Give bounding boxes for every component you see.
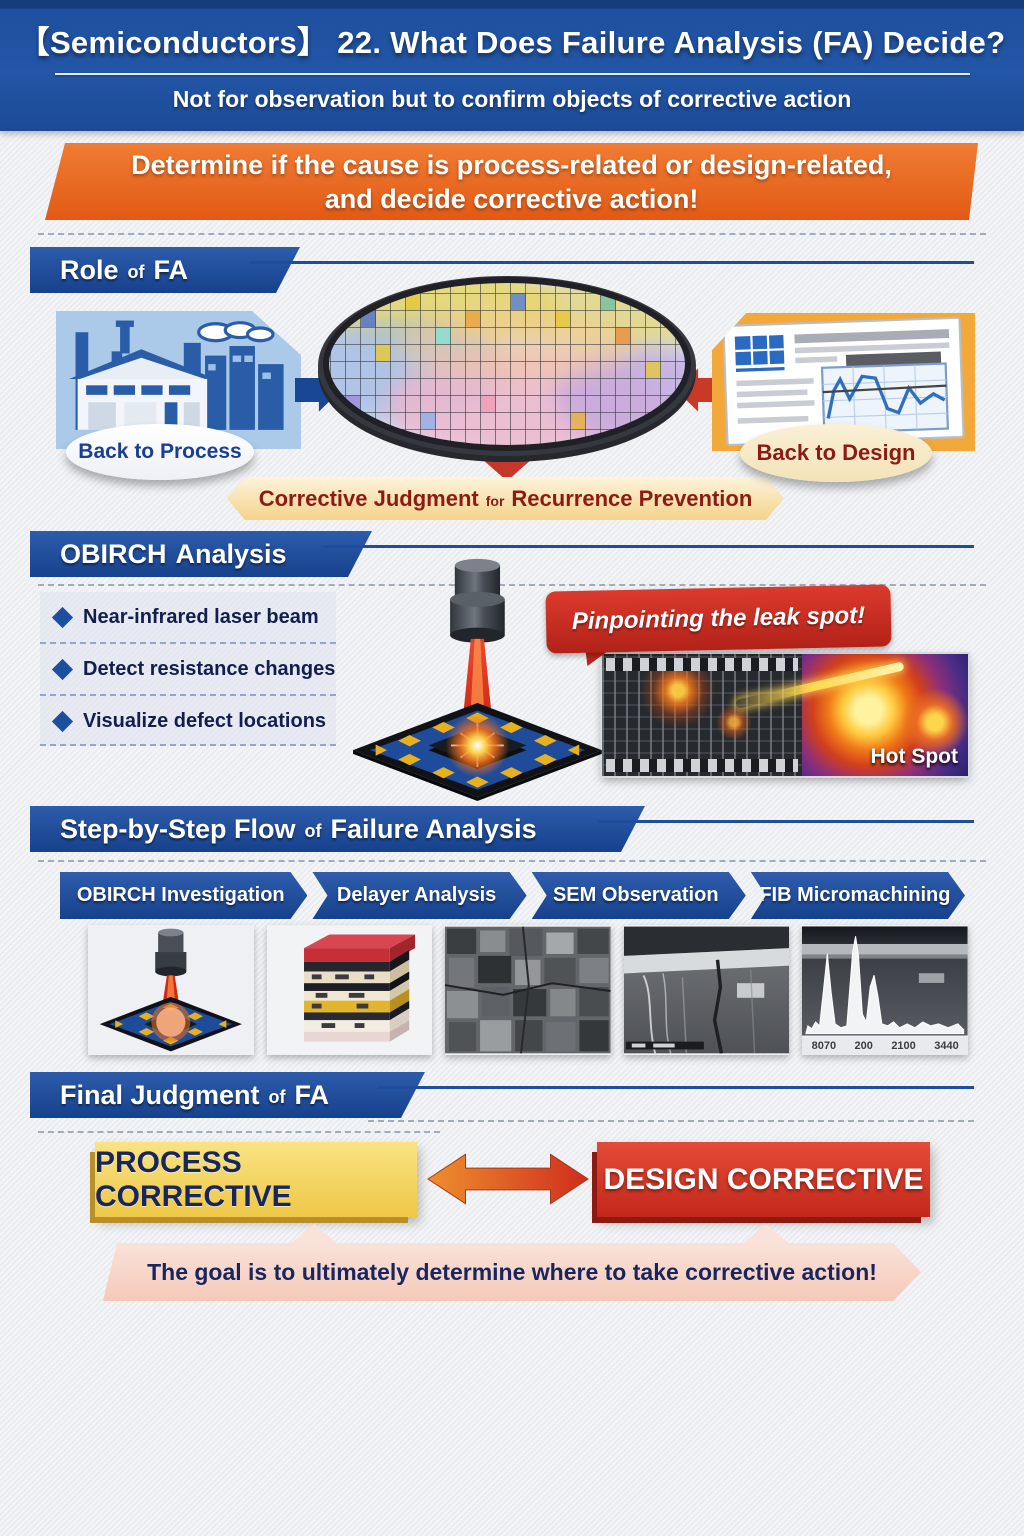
flow-section-title: Step-by-Step Flow of Failure Analysis <box>30 806 645 852</box>
hot-spot-label: Hot Spot <box>870 745 958 768</box>
list-item: Visualize defect locations <box>40 694 336 746</box>
page-title: 【Semiconductors】 22. What Does Failure A… <box>18 25 1006 60</box>
role-title-small: of <box>127 261 145 282</box>
design-document-icon <box>722 316 965 447</box>
goal-strip-tab <box>290 1224 338 1244</box>
header-divider <box>55 73 970 75</box>
list-item: Detect resistance changes <box>40 642 336 694</box>
bullet-text: Near-infrared laser beam <box>83 605 319 628</box>
factory-icon <box>69 320 284 430</box>
page-subtitle: Not for observation but to confirm objec… <box>172 86 852 112</box>
obirch-section-line <box>324 545 974 548</box>
section-divider <box>38 860 986 862</box>
corrective-judgment-banner: Corrective Judgment for Recurrence Preve… <box>227 477 784 520</box>
spectrum-axis-ticks: 8070 200 2100 3440 <box>802 1037 968 1055</box>
final-title-tail: FA <box>294 1079 330 1110</box>
flow-title-tail: Failure Analysis <box>330 813 537 844</box>
bullet-text: Detect resistance changes <box>83 657 336 680</box>
final-title-small: of <box>268 1086 286 1107</box>
process-corrective-text: PROCESS CORRECTIVE <box>95 1145 292 1213</box>
role-title-main: Role <box>60 254 119 285</box>
process-panel <box>56 311 301 449</box>
section-divider <box>38 584 986 586</box>
judgment-part1: Corrective Judgment <box>258 485 479 511</box>
goal-strip-tab <box>742 1224 790 1244</box>
judgment-small: for <box>485 493 505 509</box>
flow-step-label: SEM Observation <box>552 884 719 906</box>
obirch-title-tail: Analysis <box>175 538 287 569</box>
flow-step-label: Delayer Analysis <box>336 884 497 906</box>
section-divider <box>368 1120 974 1122</box>
flow-title-small: of <box>304 820 322 841</box>
design-corrective-text: DESIGN CORRECTIVE <box>603 1162 924 1196</box>
process-corrective-box: PROCESS CORRECTIVE <box>95 1142 417 1217</box>
diamond-bullet-icon <box>51 606 74 628</box>
tick-label: 3440 <box>934 1040 959 1052</box>
flow-section-line <box>598 820 974 823</box>
flow-step-label: FIB Micromachining <box>759 884 951 906</box>
role-title-tail: FA <box>153 254 189 285</box>
final-title-main: Final Judgment <box>60 1079 260 1110</box>
chip-micrograph-image <box>602 654 802 776</box>
goal-banner: Determine if the cause is process-relate… <box>45 143 978 220</box>
step-image-spectrum: 8070 200 2100 3440 <box>802 925 968 1055</box>
leak-callout: Pinpointing the leak spot! <box>545 584 892 654</box>
back-to-process-label: Back to Process <box>66 424 254 480</box>
design-corrective-box: DESIGN CORRECTIVE <box>597 1142 930 1217</box>
leak-callout-text: Pinpointing the leak spot! <box>571 601 866 636</box>
obirch-bullet-list: Near-infrared laser beam Detect resistan… <box>40 592 336 746</box>
flow-step-label: OBIRCH Investigation <box>76 884 285 906</box>
judgment-part2: Recurrence Prevention <box>511 485 753 511</box>
goal-banner-line1: Determine if the cause is process-relate… <box>131 149 892 180</box>
step-image-cross-section <box>623 925 790 1055</box>
section-divider <box>38 233 986 235</box>
back-to-design-text: Back to Design <box>756 440 916 465</box>
final-section-title: Final Judgment of FA <box>30 1072 425 1118</box>
back-to-process-text: Back to Process <box>78 440 242 463</box>
goal-banner-line2: and decide corrective action! <box>324 183 699 214</box>
diamond-bullet-icon <box>51 658 74 680</box>
flow-step-fib: FIB Micromachining <box>751 872 965 919</box>
tick-label: 200 <box>854 1040 873 1052</box>
tick-label: 8070 <box>811 1040 837 1052</box>
diamond-bullet-icon <box>51 710 74 732</box>
flow-step-delayer: Delayer Analysis <box>312 872 526 919</box>
back-to-design-label: Back to Design <box>740 424 932 482</box>
role-section-title: Role of FA <box>30 247 300 293</box>
list-item: Near-infrared laser beam <box>40 592 336 642</box>
flow-step-obirch: OBIRCH Investigation <box>60 872 307 919</box>
double-arrow-icon <box>424 1146 592 1212</box>
obirch-laser-illustration <box>318 556 618 801</box>
obirch-title-main: OBIRCH <box>60 538 167 569</box>
obirch-result-images: Hot Spot <box>600 652 970 778</box>
tick-label: 2100 <box>891 1040 916 1052</box>
wafer-image <box>316 276 698 468</box>
obirch-section-title: OBIRCH Analysis <box>30 531 372 577</box>
final-goal-banner: The goal is to ultimately determine wher… <box>103 1243 921 1301</box>
role-section-line <box>250 261 974 264</box>
bullet-text: Visualize defect locations <box>83 709 327 732</box>
flow-step-sem: SEM Observation <box>532 872 746 919</box>
step-image-obirch-laser <box>88 925 254 1055</box>
header: 【Semiconductors】 22. What Does Failure A… <box>0 0 1024 131</box>
final-goal-text: The goal is to ultimately determine wher… <box>147 1258 877 1285</box>
flow-images: 8070 200 2100 3440 <box>88 925 968 1055</box>
flow-steps: OBIRCH Investigation Delayer Analysis SE… <box>60 872 965 919</box>
step-image-sem-micrograph <box>445 925 611 1055</box>
step-image-delayer-stack <box>266 925 433 1055</box>
final-section-line <box>378 1086 974 1089</box>
section-divider <box>38 1131 440 1133</box>
flow-title-main: Step-by-Step Flow <box>60 813 296 844</box>
